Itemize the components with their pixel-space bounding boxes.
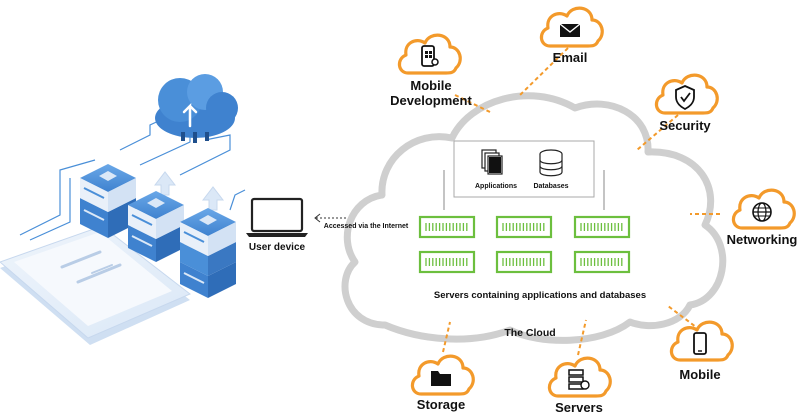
storage-service-cloud [410,354,475,396]
apps-databases-box [443,140,605,210]
shield-check-icon [675,85,695,111]
app-phone-icon [421,45,439,67]
folder-icon [431,371,451,386]
applications-label: Applications [474,183,517,190]
isometric-datacenter-illustration [0,74,246,345]
mobile-development-service-cloud [397,33,462,75]
upload-cloud-illustration [155,74,238,143]
email-label: Email [552,50,588,65]
server-stack-3 [180,208,236,298]
servers-caption: Servers containing applications and data… [433,290,647,301]
internet-access-label: Accessed via the Internet [323,223,409,230]
servers-label: Servers [555,400,603,415]
networking-label: Networking [726,232,798,247]
envelope-icon [559,23,581,37]
service-connectors [442,47,720,356]
server-unit-5 [495,250,553,274]
green-server-grid [418,215,631,274]
laptop-icon [246,197,308,237]
server-unit-1 [418,215,476,239]
servers-service-cloud [547,356,612,398]
email-service-cloud [539,6,604,48]
mobile-service-cloud [669,320,734,362]
databases-icon [539,149,563,177]
databases-label: Databases [533,183,569,190]
server-stack-1 [80,164,136,238]
server-stack-2 [128,191,184,262]
server-unit-2 [495,215,553,239]
user-device-label: User device [248,242,306,253]
server-unit-3 [573,215,631,239]
server-unit-6 [573,250,631,274]
security-label: Security [659,118,711,133]
tablet-illustration [0,225,191,345]
service-clouds [397,6,796,398]
mobile-development-label: Mobile Development [390,78,472,108]
mobile-label: Mobile [679,367,721,382]
storage-label: Storage [416,397,466,412]
cloud-title: The Cloud [504,327,556,339]
smartphone-icon [693,332,707,355]
security-service-cloud [654,73,719,115]
networking-service-cloud [731,188,796,230]
applications-icon [481,149,503,175]
database-stack-icon [568,369,590,390]
server-unit-4 [418,250,476,274]
upload-arrows [153,171,225,211]
globe-icon [752,202,772,222]
